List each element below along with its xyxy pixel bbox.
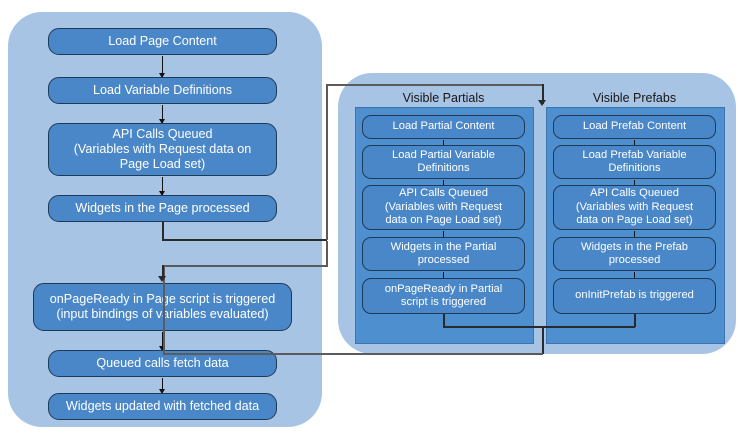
arrow-queued-to-widgets-updated [158, 378, 165, 394]
arrow-onpageready-to-queued [158, 332, 165, 351]
visible-partials-title: Visible Partials [402, 91, 485, 105]
box-load-prefab-content[interactable]: Load Prefab Content [553, 115, 716, 139]
box-widgets-updated-fetched-data[interactable]: Widgets updated with fetched data [48, 393, 277, 420]
box-onpageready-page-script[interactable]: onPageReady in Page script is triggered(… [33, 283, 292, 331]
box-api-calls-queued-page[interactable]: API Calls Queued(Variables with Request … [48, 123, 277, 176]
visible-prefabs-title: Visible Prefabs [592, 91, 677, 105]
box-load-partial-content[interactable]: Load Partial Content [362, 115, 525, 139]
arrow-load-page-to-vars [158, 56, 165, 78]
box-oninitprefab-triggered[interactable]: onInitPrefab is triggered [553, 278, 716, 314]
arrow-api-to-widgets [158, 177, 165, 196]
box-widgets-in-page-processed[interactable]: Widgets in the Page processed [48, 195, 277, 222]
arrow-vars-to-api-calls [158, 105, 165, 124]
box-queued-calls-fetch-data[interactable]: Queued calls fetch data [48, 350, 277, 377]
box-load-page-content[interactable]: Load Page Content [48, 28, 277, 55]
box-load-variable-definitions[interactable]: Load Variable Definitions [48, 77, 277, 104]
